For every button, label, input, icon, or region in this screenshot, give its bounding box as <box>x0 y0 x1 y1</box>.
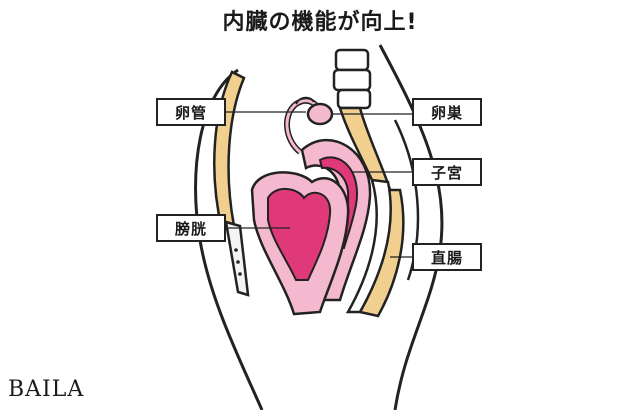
ovary-shape <box>306 102 334 126</box>
page-title: 内臓の機能が向上! <box>222 10 418 35</box>
brand-logo: BAILA <box>8 377 85 402</box>
label-ovary: 卵巣 <box>412 98 482 126</box>
pubic-bone <box>213 70 246 232</box>
label-uterus: 子宮 <box>412 158 482 186</box>
label-bladder: 膀胱 <box>156 214 226 242</box>
leader-lines <box>226 111 412 258</box>
label-rectum: 直腸 <box>412 243 482 271</box>
label-oviduct: 卵管 <box>156 98 226 126</box>
pubic-symphysis <box>224 220 250 297</box>
bladder-inner <box>267 188 332 281</box>
